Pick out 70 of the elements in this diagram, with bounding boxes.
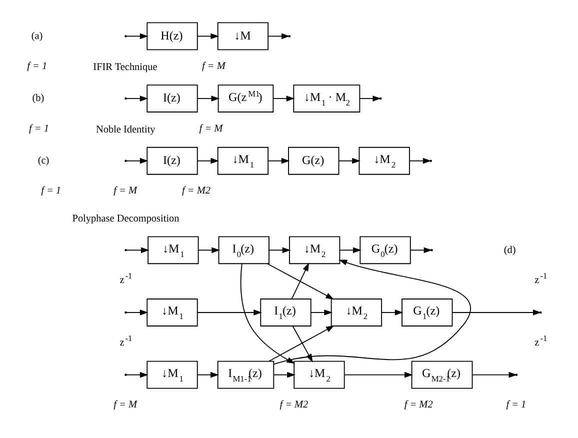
arrow [197,372,219,378]
node-box: ↓M [217,22,269,50]
node-box: I(z) [146,84,198,112]
label: Polyphase Decomposition [72,214,180,225]
arrow [126,310,148,316]
label: (a) [31,30,43,42]
node-box: G$_{M2-1}$(z) [411,360,473,389]
arrow [126,33,148,40]
node-box: G(z) [288,146,340,175]
arrow [197,310,262,316]
node-box: ↓M$_{2}$ [330,298,382,326]
label: f = 1 [27,61,48,72]
arrow [126,247,150,254]
node-box: I$_{M1-1}$(z) [217,360,274,389]
arrow [126,372,148,378]
node-box: G(z$^{M1}$) [218,84,274,112]
node-box: G$_{0}$(z) [360,236,411,264]
arrow [409,158,432,164]
arrow [268,33,290,40]
arrow [268,247,291,254]
node-box: ↓M$_{1}$ [146,360,198,389]
arrow [291,262,310,300]
arrow [126,96,148,102]
arrow [272,96,295,102]
label: f = M [199,123,223,134]
arrow [196,158,220,164]
node-box: I$_{1}$(z) [260,298,312,326]
label: f = 1 [506,400,526,411]
label: f = M [114,186,138,197]
arrow [344,372,413,378]
arrow [198,247,220,254]
label: (b) [32,93,44,104]
arrow [197,96,220,102]
arrow [267,263,334,300]
node-box: H(z) [146,22,198,50]
label: z$^{-1}$ [534,272,548,286]
node-box: G$_{1}$(z) [402,298,453,326]
arrow [381,310,404,316]
label: f = 1 [41,186,62,197]
node-box: ↓M$_{2}$ [289,236,340,264]
node-box: I$_{0}$(z) [218,236,270,264]
label: z$^{-1}$ [120,272,132,286]
node-box: ↓M$_{2}$ [294,360,345,389]
label: f = M [202,61,226,72]
arrow [338,158,360,164]
arrow [410,247,432,254]
label: f = 1 [29,123,49,134]
arrow [452,310,542,316]
arrow [126,158,148,164]
label: f = M2 [404,400,433,411]
label: (c) [38,155,50,166]
label: f = M2 [182,186,210,197]
label: f = M [114,400,138,411]
label: z$^{-1}$ [534,334,548,348]
arrow [310,310,333,316]
arrow [268,158,290,164]
node-box: I(z) [146,146,198,175]
node-box: ↓M$_{1}$ [146,298,198,326]
arrow [273,372,296,378]
label: f = M2 [280,400,308,411]
node-box: ↓M$_{1}$ [217,146,269,175]
node-box: ↓M$_{1}$ · M$_{2}$ [293,84,360,112]
label: (d) [504,244,516,256]
node-box: ↓M$_{2}$ [358,146,410,175]
arrow [339,247,362,254]
label: z$^{-1}$ [120,334,132,348]
label: IFIR Technique [93,62,158,73]
label: Noble Identity [96,124,156,136]
arrow [196,33,220,40]
node-box: ↓M$_{1}$ [148,236,199,264]
